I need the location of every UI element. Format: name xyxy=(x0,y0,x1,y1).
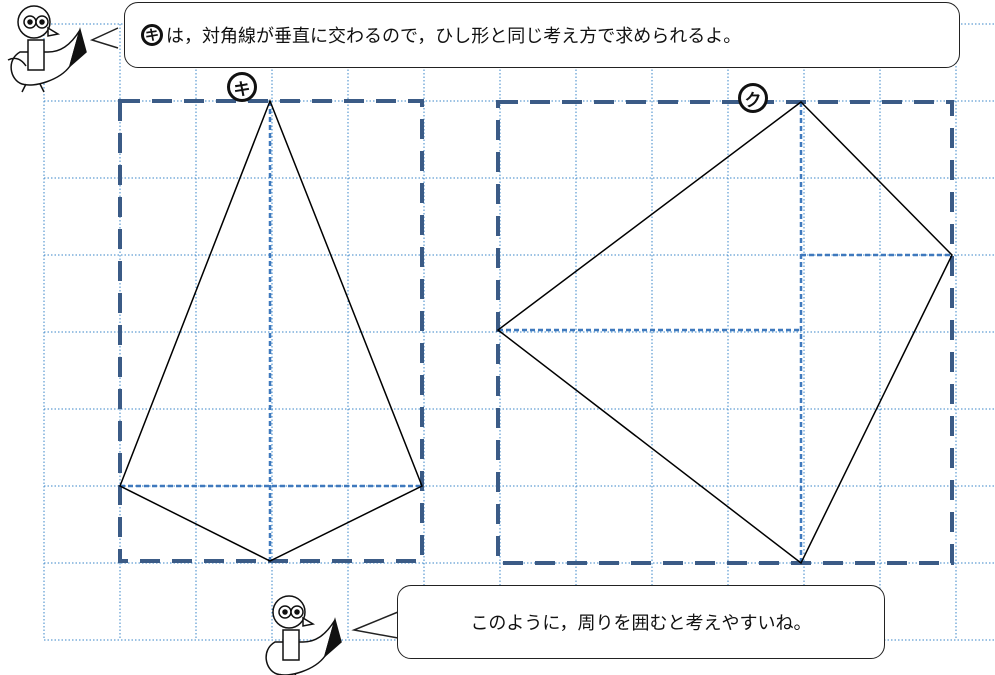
speech-text-bottom: このように，周りを囲むと考えやすいね。 xyxy=(470,613,812,634)
speech-bubble-bottom: このように，周りを囲むと考えやすいね。 xyxy=(397,585,885,659)
quadrilateral-outline xyxy=(496,101,953,565)
mascot-top xyxy=(7,5,119,93)
grid-lines xyxy=(43,23,995,641)
speech-bubble-top: キ は，対角線が垂直に交わるので，ひし形と同じ考え方で求められるよ。 xyxy=(124,2,960,68)
bubble-tail xyxy=(351,611,399,639)
kite-outline xyxy=(119,98,423,562)
speech-text-top: は，対角線が垂直に交わるので，ひし形と同じ考え方で求められるよ。 xyxy=(166,26,742,47)
bubble-tail xyxy=(89,27,119,49)
marker-ki: キ xyxy=(141,24,163,46)
enclosing-rectangle-ku xyxy=(496,100,954,565)
shape-ki xyxy=(118,98,424,563)
mascot-bottom xyxy=(265,595,342,675)
bird-mascot-icon xyxy=(7,5,87,93)
shape-label-ku: ク xyxy=(738,83,768,113)
bird-mascot-icon xyxy=(265,595,342,675)
shape-label-ki: キ xyxy=(227,72,257,102)
shape-ku xyxy=(496,100,954,565)
